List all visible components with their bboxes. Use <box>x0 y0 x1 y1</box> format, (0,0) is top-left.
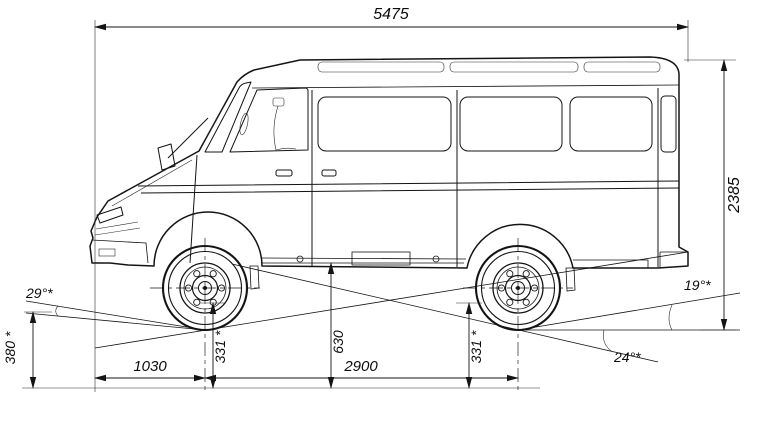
steering-wheel <box>239 112 249 136</box>
hood-crease <box>111 159 193 207</box>
ramp-line-front <box>94 251 689 349</box>
front-door-seam <box>189 154 198 264</box>
roof-panel-seam <box>317 61 445 73</box>
side-window-1 <box>317 96 452 152</box>
front-axle-clearance-value: 331 * <box>212 330 228 363</box>
chassis-joint <box>432 255 440 263</box>
seat <box>273 105 297 151</box>
windshield <box>204 81 252 153</box>
dimension-overall-length: 5475 <box>94 6 689 392</box>
beltline-molding <box>137 180 680 194</box>
dimension-clearances: 380 * 331 * 630 331 * <box>2 262 540 389</box>
fog-light <box>98 248 116 257</box>
front-clearance-value: 380 * <box>2 331 18 364</box>
mirror-arm <box>167 117 209 159</box>
overall-height-value: 2385 <box>726 177 743 214</box>
mirror <box>157 143 176 171</box>
dimension-overall-height: 2385 <box>684 59 743 331</box>
van-outline <box>89 56 689 269</box>
rear-window <box>660 95 677 153</box>
chassis-joint <box>296 255 304 263</box>
central-clearance-value: 630 <box>330 330 346 354</box>
roof-panel-seam <box>449 61 579 73</box>
approach-ground-line <box>25 312 206 331</box>
wiper-icon <box>202 105 225 144</box>
approach-angle-arc <box>55 305 59 317</box>
door-window <box>229 87 309 153</box>
dimension-front-overhang: 1030 <box>94 238 206 392</box>
door-handle <box>275 169 293 177</box>
rear-bumper <box>659 251 688 268</box>
grille-lines <box>94 221 141 236</box>
departure-tangent-line <box>517 292 741 331</box>
overall-length-value: 5475 <box>373 6 409 23</box>
departure-angle-arc <box>668 304 673 331</box>
sliding-door-handle <box>321 169 337 177</box>
rear-mudflap <box>565 267 576 292</box>
side-window-2 <box>459 96 563 152</box>
dimension-wheelbase: 2900 <box>204 238 519 392</box>
front-bumper <box>91 239 149 264</box>
van-body <box>89 56 689 292</box>
headrest <box>272 97 285 107</box>
ramp-angle-label: 24°* <box>613 349 641 365</box>
chassis-lines <box>261 257 649 268</box>
roof-gutter-line <box>251 84 680 89</box>
fuel-tank <box>351 251 411 266</box>
ramp-angle-arc <box>603 329 613 352</box>
departure-angle-label: 19°* <box>684 277 711 293</box>
wheel-bolts <box>497 270 539 306</box>
front-overhang-value: 1030 <box>133 358 167 375</box>
wheelbase-value: 2900 <box>343 358 378 375</box>
rear-axle-clearance-value: 331 * <box>468 330 484 363</box>
approach-angle-label: 29°* <box>25 285 53 301</box>
side-window-3 <box>569 96 653 152</box>
ramp-line-rear <box>231 263 659 363</box>
roof-panel-seam <box>583 61 661 73</box>
headlight <box>96 206 124 224</box>
approach-tangent-line <box>25 300 206 331</box>
angle-construction-lines: 29°* 19°* 24°* <box>25 251 741 365</box>
